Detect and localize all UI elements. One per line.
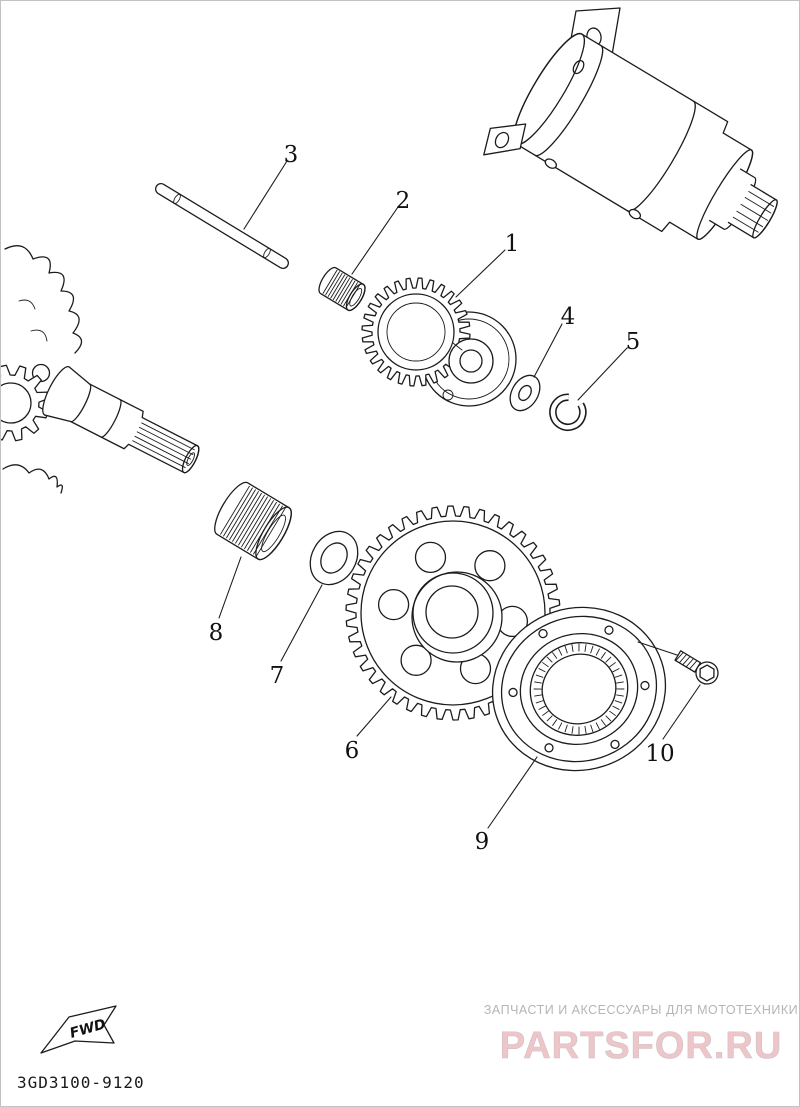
part-10-bolt: [674, 650, 719, 685]
part-4-washer: [509, 374, 541, 412]
case-sprocket: [1, 364, 50, 442]
part-callouts: 1 2 3 4 5 6 7 8 9 10: [209, 142, 675, 855]
part-9-clutch-housing: [491, 606, 667, 772]
leader-7: [280, 584, 323, 662]
part-callout-10: 10: [645, 741, 674, 767]
leader-3: [243, 160, 288, 230]
part-7-washer: [309, 530, 359, 586]
leader-9: [487, 756, 538, 829]
leader-4: [533, 323, 563, 378]
leader-1: [455, 249, 506, 298]
part-1-starter-clutch-gear: [361, 277, 517, 407]
leader-2: [351, 206, 399, 275]
leader-10: [662, 684, 701, 740]
watermark-logo: PARTSFOR.RU: [500, 1025, 783, 1067]
leader-6: [356, 696, 392, 737]
leader-lines: [218, 160, 701, 829]
part-callout-9: 9: [475, 829, 490, 855]
watermark: ЗАПЧАСТИ И АКСЕССУАРЫ ДЛЯ МОТОТЕХНИКИ PA…: [484, 1003, 798, 1067]
part-callout-3: 3: [284, 142, 299, 168]
crankcase-and-shaft: [1, 245, 200, 494]
leader-5: [577, 347, 628, 401]
diagram-code: 3GD3100-9120: [17, 1073, 145, 1092]
part-callout-8: 8: [209, 620, 224, 646]
fwd-arrow: FWD: [40, 1005, 117, 1054]
part-callout-6: 6: [345, 738, 360, 764]
part-3-shaft: [155, 183, 289, 269]
part-8-needle-bearing: [214, 481, 292, 561]
part-callout-4: 4: [561, 304, 576, 330]
part-2-bearing: [318, 266, 366, 312]
starter-motor: [483, 7, 778, 241]
part-callout-7: 7: [270, 663, 285, 689]
part-callout-2: 2: [396, 188, 411, 214]
crank-shaft-end: [42, 366, 200, 474]
bolt-link-line: [637, 641, 678, 656]
leader-8: [218, 556, 242, 619]
part-callout-1: 1: [505, 231, 520, 257]
part-callout-5: 5: [626, 329, 641, 355]
watermark-tagline: ЗАПЧАСТИ И АКСЕССУАРЫ ДЛЯ МОТОТЕХНИКИ: [484, 1003, 798, 1017]
part-5-circlip: [549, 393, 587, 431]
